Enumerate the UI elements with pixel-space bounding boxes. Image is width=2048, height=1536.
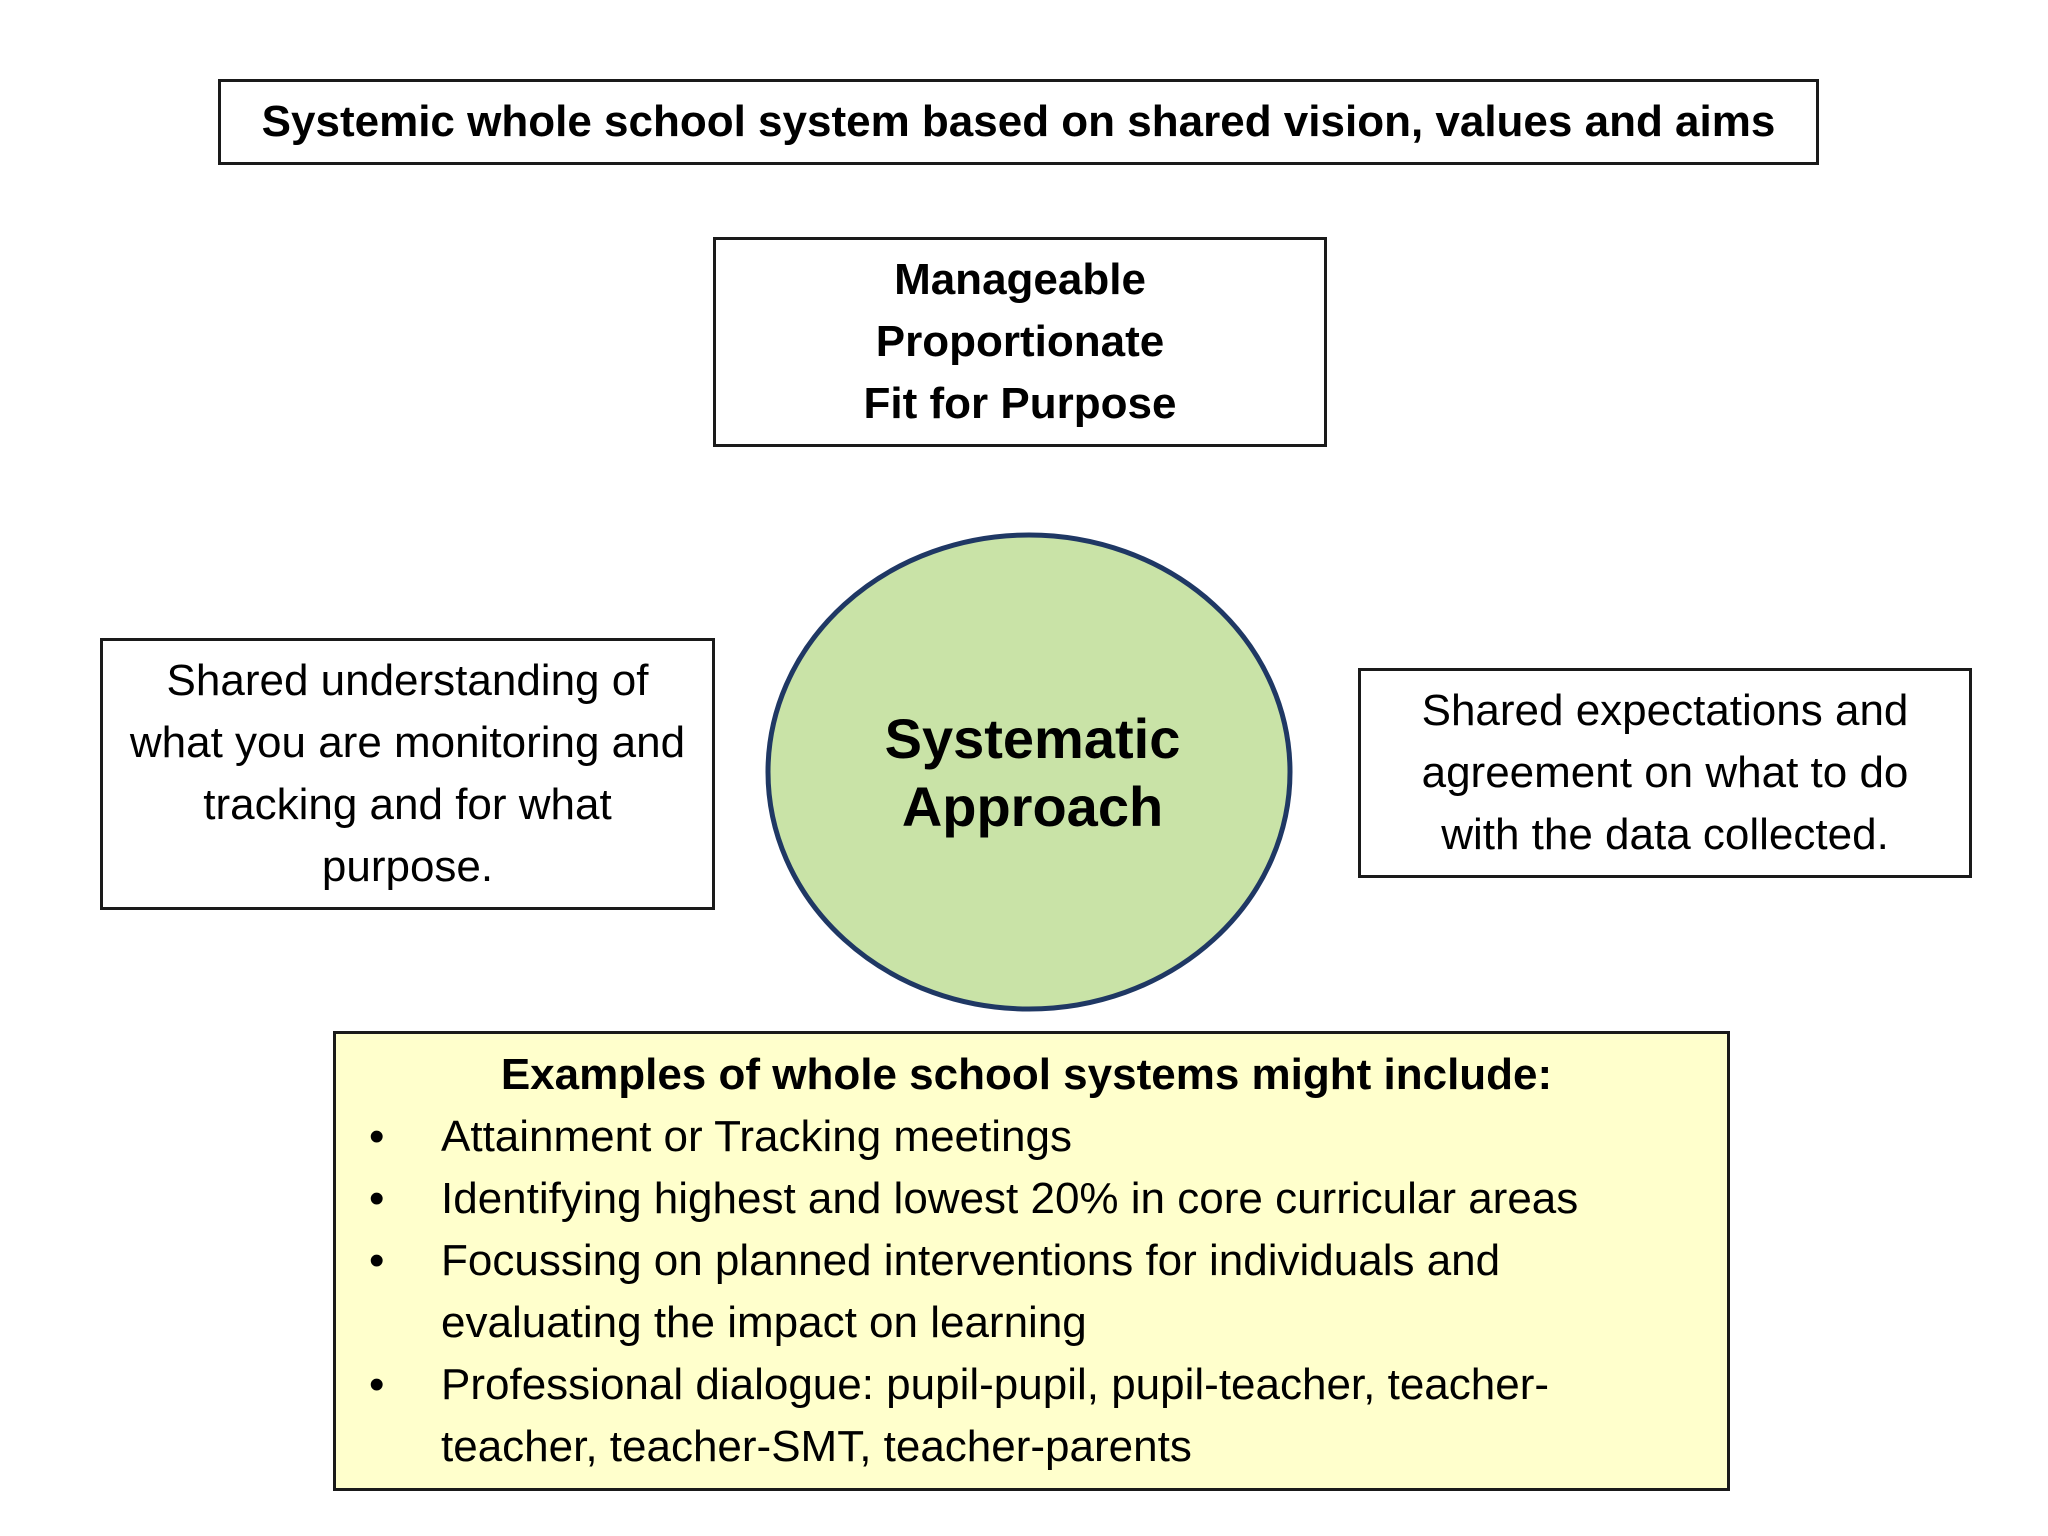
- bullet-icon: •: [369, 1360, 385, 1409]
- shared-understanding-text: Shared understanding of what you are mon…: [129, 656, 686, 891]
- center-label-line1: Systematic: [884, 706, 1181, 770]
- examples-box: Examples of whole school systems might i…: [333, 1031, 1730, 1491]
- list-item-text: Attainment or Tracking meetings: [441, 1112, 1072, 1161]
- list-item: • Identifying highest and lowest 20% in …: [356, 1168, 1697, 1230]
- bullet-icon: •: [369, 1236, 385, 1285]
- vision-banner-text: Systemic whole school system based on sh…: [261, 97, 1776, 146]
- bullet-icon: •: [369, 1174, 385, 1223]
- list-item: • Professional dialogue: pupil-pupil, pu…: [356, 1354, 1697, 1478]
- criteria-box: Manageable Proportionate Fit for Purpose: [713, 237, 1327, 447]
- systematic-approach-label: Systematic Approach: [770, 535, 1295, 1010]
- list-item-text: Focussing on planned interventions for i…: [441, 1236, 1501, 1347]
- examples-list: • Attainment or Tracking meetings • Iden…: [356, 1106, 1697, 1478]
- list-item-text: Identifying highest and lowest 20% in co…: [441, 1174, 1579, 1223]
- criteria-proportionate: Proportionate: [875, 317, 1165, 366]
- bullet-icon: •: [369, 1112, 385, 1161]
- shared-expectations-box: Shared expectations and agreement on wha…: [1358, 668, 1972, 878]
- examples-heading: Examples of whole school systems might i…: [500, 1050, 1553, 1099]
- shared-understanding-box: Shared understanding of what you are mon…: [100, 638, 715, 910]
- vision-banner: Systemic whole school system based on sh…: [218, 79, 1819, 165]
- list-item: • Focussing on planned interventions for…: [356, 1230, 1697, 1354]
- shared-expectations-text: Shared expectations and agreement on wha…: [1421, 686, 1909, 859]
- list-item-text: Professional dialogue: pupil-pupil, pupi…: [441, 1360, 1550, 1471]
- criteria-manageable: Manageable: [894, 255, 1146, 304]
- list-item: • Attainment or Tracking meetings: [356, 1106, 1697, 1168]
- criteria-fit-for-purpose: Fit for Purpose: [863, 379, 1177, 428]
- center-label-line2: Approach: [901, 774, 1164, 838]
